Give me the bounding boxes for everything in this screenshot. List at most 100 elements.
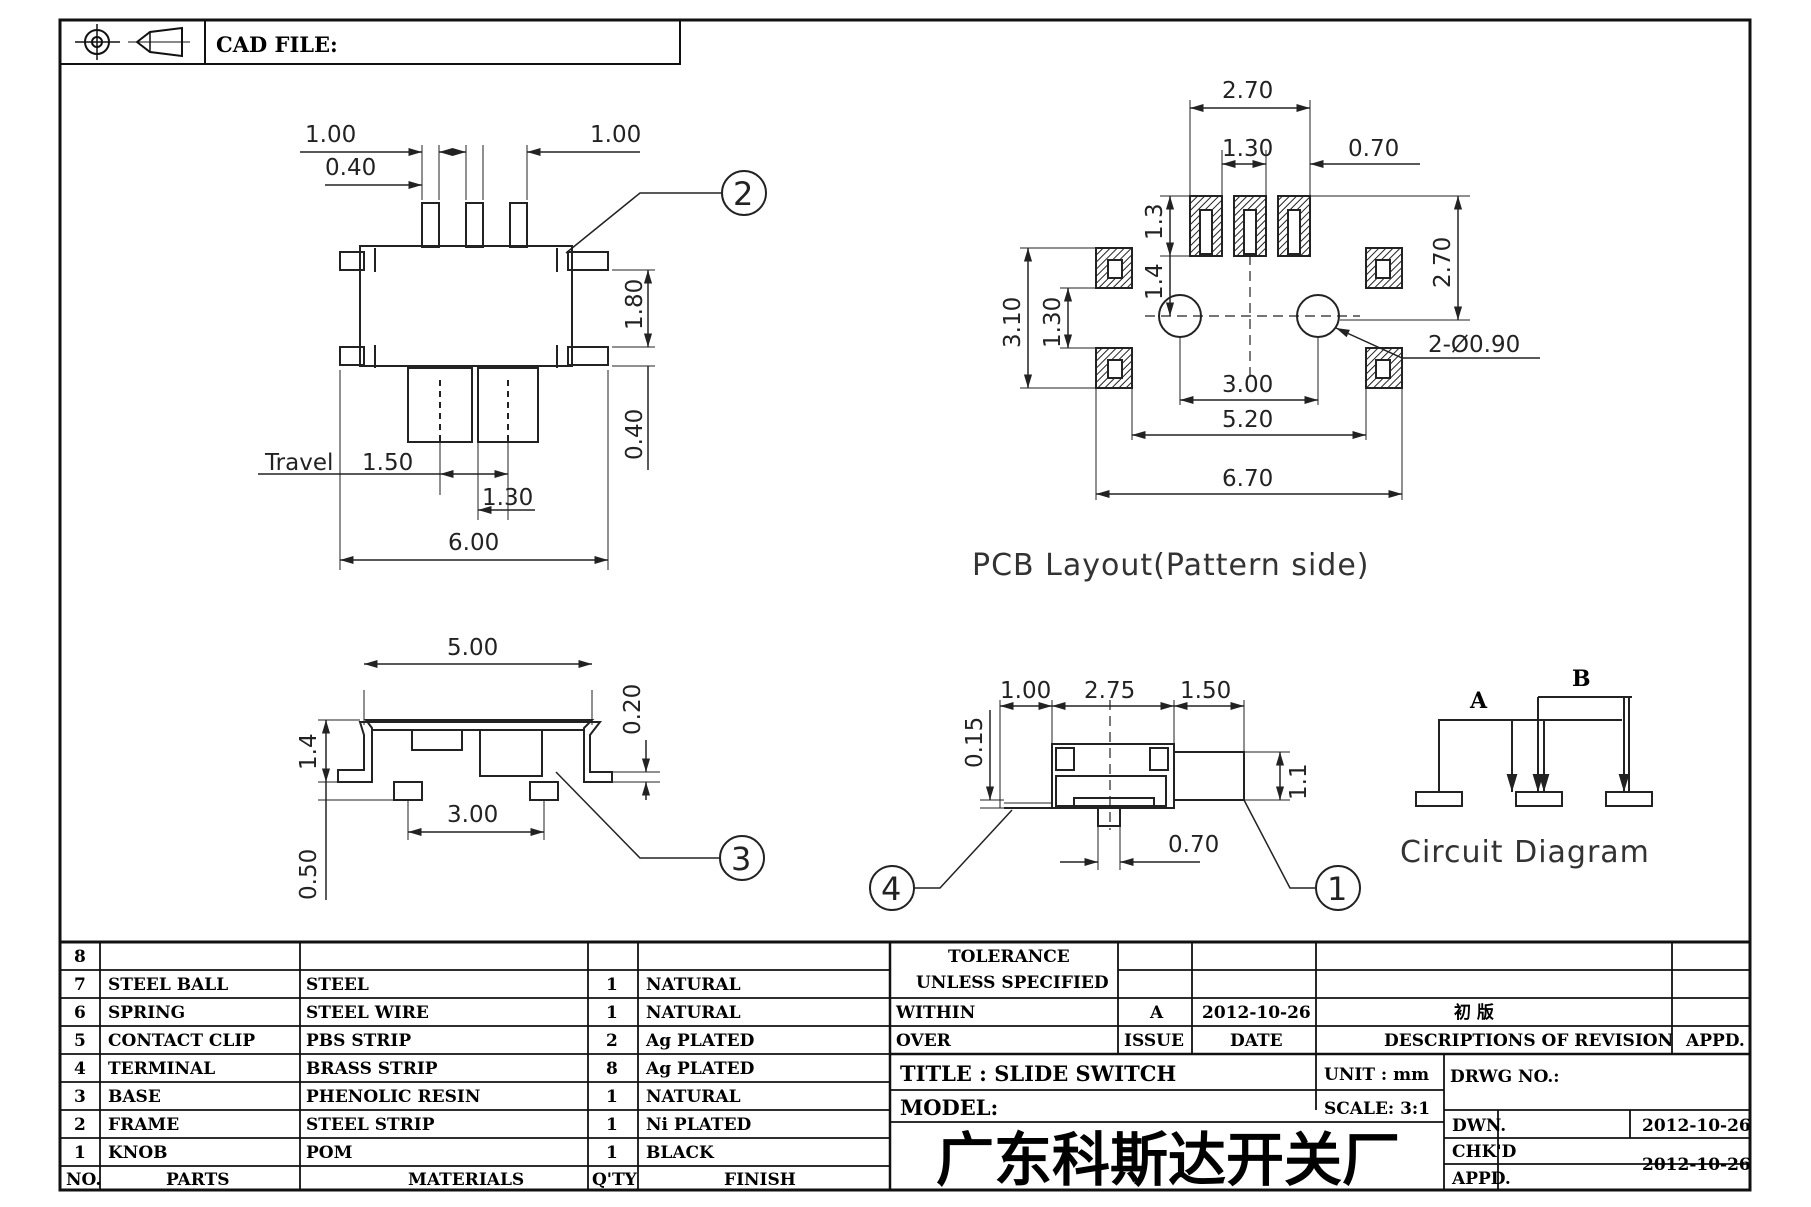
dim-label: 3.00 — [1222, 372, 1273, 398]
table-row: 8 — [74, 947, 86, 967]
bom-rows: 8 7 STEEL BALL STEEL 1 NATURAL 6 SPRING … — [66, 947, 796, 1190]
svg-text:8: 8 — [74, 947, 86, 967]
table-row: 7 STEEL BALL STEEL 1 NATURAL — [74, 975, 741, 995]
dwn-date: 2012-10-26 — [1642, 1116, 1751, 1136]
dim-label: 1.00 — [590, 122, 641, 148]
dim-label: 1.30 — [1040, 297, 1066, 348]
circuit-caption: Circuit Diagram — [1400, 835, 1650, 870]
svg-text:NATURAL: NATURAL — [646, 975, 741, 995]
unit-label: UNIT : mm — [1324, 1065, 1429, 1085]
svg-text:KNOB: KNOB — [108, 1143, 168, 1163]
pcb-layout — [1020, 100, 1540, 500]
svg-text:BASE: BASE — [108, 1087, 161, 1107]
table-header: NO. PARTS MATERIALS Q'TY FINISH — [66, 1170, 796, 1190]
bom-table — [60, 940, 1750, 1190]
travel-label: Travel — [264, 450, 333, 476]
svg-text:PHENOLIC RESIN: PHENOLIC RESIN — [306, 1087, 480, 1107]
dim-label: 1.50 — [1180, 678, 1231, 704]
cad-file-label: CAD FILE: — [216, 32, 338, 57]
dim-label: 0.70 — [1168, 832, 1219, 858]
svg-text:BLACK: BLACK — [646, 1143, 715, 1163]
drawing-border — [58, 18, 1752, 1192]
svg-text:2: 2 — [606, 1031, 618, 1051]
dim-label: 1.30 — [1222, 136, 1273, 162]
circuit-lines-fixed — [1438, 696, 1630, 792]
descriptions-label: DESCRIPTIONS OF REVISION — [1384, 1031, 1673, 1051]
date-label: DATE — [1230, 1031, 1283, 1051]
top-view-labels: 1.00 0.40 1.00 1.80 0.40 Travel 1.50 1.3… — [264, 122, 648, 556]
svg-text:1: 1 — [1327, 870, 1347, 908]
dim-label: 1.30 — [482, 485, 533, 511]
side-view-labels: 5.00 0.20 1.4 3.00 0.50 — [296, 635, 646, 900]
issue-value: A — [1149, 1003, 1164, 1023]
drawing-title: TITLE : SLIDE SWITCH — [900, 1061, 1176, 1086]
svg-text:TERMINAL: TERMINAL — [108, 1059, 215, 1079]
dim-label: 3.00 — [447, 802, 498, 828]
svg-text:PBS STRIP: PBS STRIP — [306, 1031, 411, 1051]
dwn-label: DWN. — [1452, 1116, 1506, 1136]
dim-label: 2.70 — [1222, 78, 1273, 104]
within-label: WITHIN — [895, 1003, 975, 1023]
table-row: 3 BASE PHENOLIC RESIN 1 NATURAL — [74, 1087, 741, 1107]
dim-label: 2-Ø0.90 — [1428, 332, 1520, 358]
svg-text:POM: POM — [306, 1143, 353, 1163]
table-row: 4 TERMINAL BRASS STRIP 8 Ag PLATED — [74, 1059, 755, 1079]
over-label: OVER — [896, 1031, 952, 1051]
projection-symbol-icon — [75, 24, 190, 60]
chkd-date: 2012-10-26 — [1642, 1155, 1751, 1175]
unless-specified-label: UNLESS SPECIFIED — [916, 973, 1109, 993]
svg-text:SPRING: SPRING — [108, 1003, 185, 1023]
appd-label-2: APPD. — [1451, 1169, 1511, 1189]
balloon-4: 4 — [869, 865, 915, 911]
svg-text:8: 8 — [606, 1059, 618, 1079]
drwg-no-label: DRWG NO.: — [1450, 1067, 1560, 1087]
svg-text:1: 1 — [606, 975, 618, 995]
dim-label: 1.80 — [622, 279, 648, 330]
svg-text:Ni PLATED: Ni PLATED — [646, 1115, 752, 1135]
dim-label: 0.50 — [296, 849, 322, 900]
table-row: 6 SPRING STEEL WIRE 1 NATURAL — [74, 1003, 741, 1023]
dim-label: 2.70 — [1430, 237, 1456, 288]
circuit-diagram — [1415, 696, 1653, 807]
dim-label: 2.75 — [1084, 678, 1135, 704]
scale-label: SCALE: 3:1 — [1324, 1099, 1430, 1119]
svg-text:STEEL WIRE: STEEL WIRE — [306, 1003, 429, 1023]
dim-label: 1.50 — [362, 450, 413, 476]
dim-label: 0.15 — [962, 717, 988, 768]
svg-text:1: 1 — [606, 1115, 618, 1135]
pcb-caption: PCB Layout(Pattern side) — [972, 548, 1369, 583]
svg-text:NATURAL: NATURAL — [646, 1087, 741, 1107]
revision-desc: 初 版 — [1454, 1002, 1494, 1023]
dim-label: 6.00 — [448, 530, 499, 556]
svg-text:1: 1 — [606, 1003, 618, 1023]
chkd-label: CHK'D — [1452, 1142, 1517, 1162]
balloon-3: 3 — [719, 835, 765, 881]
pcb-labels: 2.70 1.30 0.70 1.3 1.4 2.70 3.10 1.30 2-… — [1000, 78, 1520, 492]
tolerance-label: TOLERANCE — [948, 947, 1070, 967]
svg-text:FINISH: FINISH — [724, 1170, 796, 1190]
svg-text:2: 2 — [733, 175, 753, 213]
cad-header: CAD FILE: — [59, 19, 681, 65]
svg-text:Ag PLATED: Ag PLATED — [645, 1059, 755, 1079]
dim-label: 1.4 — [296, 733, 322, 770]
dim-label: 0.70 — [1348, 136, 1399, 162]
svg-text:4: 4 — [74, 1059, 86, 1079]
svg-text:4: 4 — [881, 870, 901, 908]
svg-text:MATERIALS: MATERIALS — [408, 1170, 524, 1190]
svg-text:1: 1 — [606, 1143, 618, 1163]
svg-text:NO.: NO. — [66, 1170, 101, 1190]
title-block: TOLERANCE UNLESS SPECIFIED WITHIN OVER A… — [895, 947, 1751, 1194]
dim-label: 1.3 — [1142, 203, 1168, 240]
svg-text:3: 3 — [74, 1087, 86, 1107]
svg-text:7: 7 — [74, 975, 86, 995]
dim-label: 1.00 — [1000, 678, 1051, 704]
svg-text:1: 1 — [606, 1087, 618, 1107]
svg-text:6: 6 — [74, 1003, 86, 1023]
svg-text:BRASS STRIP: BRASS STRIP — [306, 1059, 438, 1079]
dim-label: 5.00 — [447, 635, 498, 661]
svg-text:Q'TY: Q'TY — [592, 1170, 638, 1190]
table-row: 1 KNOB POM 1 BLACK — [74, 1143, 715, 1163]
balloon-1: 1 — [1315, 865, 1361, 911]
dim-label: 1.4 — [1142, 263, 1168, 300]
